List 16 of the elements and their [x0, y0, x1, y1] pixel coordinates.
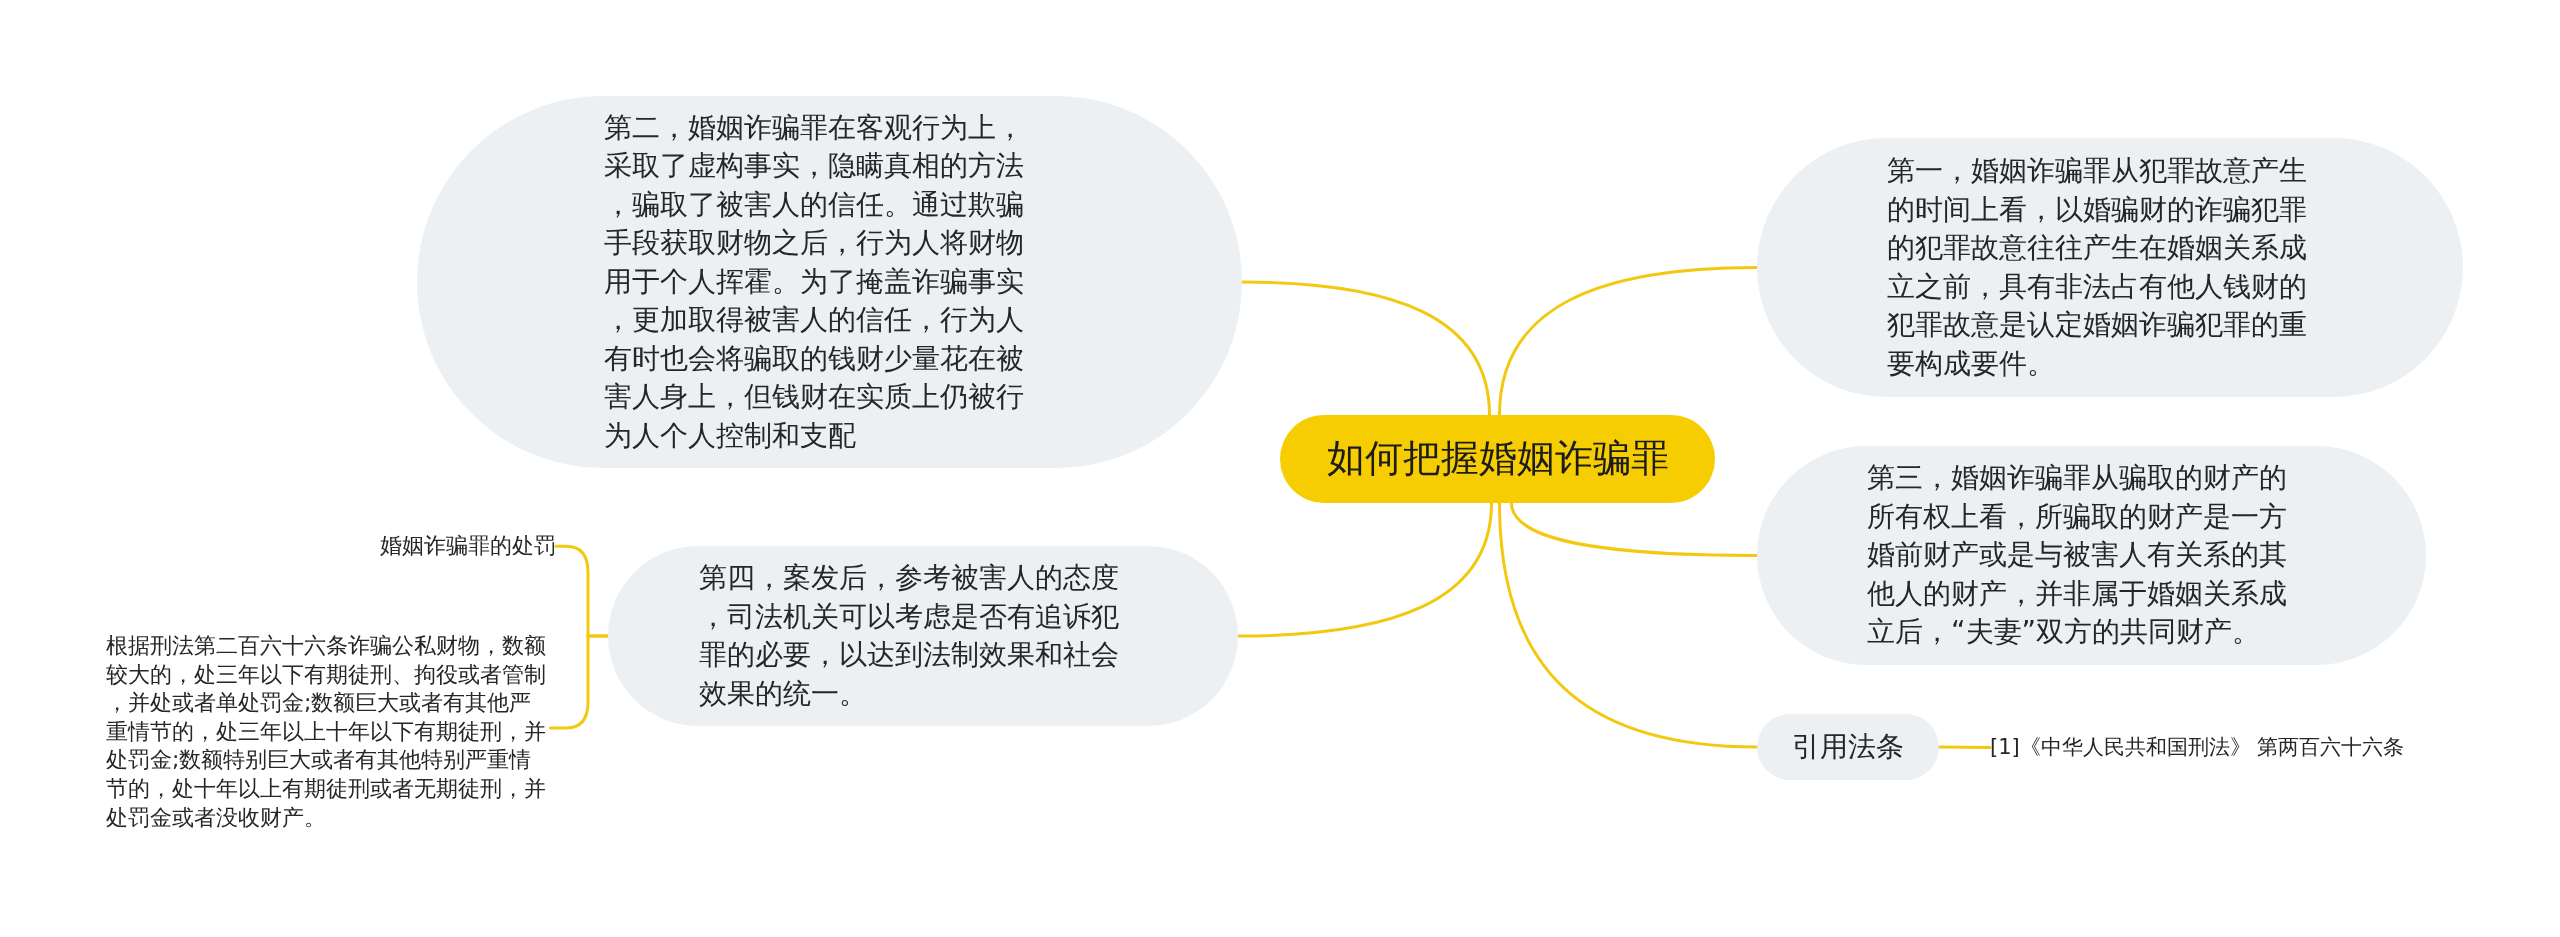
topic-text: 第一，婚姻诈骗罪从犯罪故意产生的时间上看，以婚骗财的诈骗犯罪的犯罪故意往往产生在婚姻关系成立之前，具有非法占有他人钱财的犯罪故意是认定婚姻诈骗犯罪的重要构成要件。 [1887, 153, 2308, 382]
bracket-connector [548, 634, 610, 730]
connector-line [1498, 501, 1759, 749]
connector-line [1498, 266, 1759, 417]
topic-text: 第三，婚姻诈骗罪从骗取的财产的所有权上看，所骗取的财产是一方婚前财产或是与被害人有关系的其他人的财产，并非属于婚姻关系成立后，“夫妻”双方的共同财产。 [1867, 460, 2288, 651]
heading-text: 婚姻诈骗罪的处罚 [380, 532, 556, 561]
reference-text: [1]《中华人民共和国刑法》 第两百六十六条 [1990, 734, 2405, 762]
connector-line [1510, 501, 1759, 557]
topic-text: 第二，婚姻诈骗罪在客观行为上，采取了虚构事实，隐瞒真相的方法，骗取了被害人的信任。通过欺骗手段获取财物之后，行为人将财物用于个人挥霍。为了掩盖诈骗事实，更加取得被害人的信任，行为人有时也会将骗取的钱财少量花在被害人身上，但钱财在实质上仍被行为人个人控制和支配 [604, 109, 1025, 454]
topic-text: 第四，案发后，参考被害人的态度，司法机关可以考虑是否有追诉犯罪的必要，以达到法制效果和社会效果的统一。 [699, 560, 1120, 712]
branch-text: 根据刑法第二百六十六条诈骗公私财物，数额较大的，处三年以下有期徒刑、拘役或者管制，并处或者单处罚金;数额巨大或者有其他严重情节的，处三年以上十年以下有期徒刑，并处罚金;数额特别巨大或者有其他特别严重情节的，处十年以上有期徒刑或者无期徒刑，并处罚金或者没收财产。 [106, 632, 551, 833]
connector-line [1240, 280, 1491, 417]
connector-line [1937, 745, 1992, 750]
central-topic-text: 如何把握婚姻诈骗罪 [1326, 436, 1669, 482]
connector-line [1236, 501, 1493, 638]
topic-text: 引用法条 [1792, 728, 1904, 765]
